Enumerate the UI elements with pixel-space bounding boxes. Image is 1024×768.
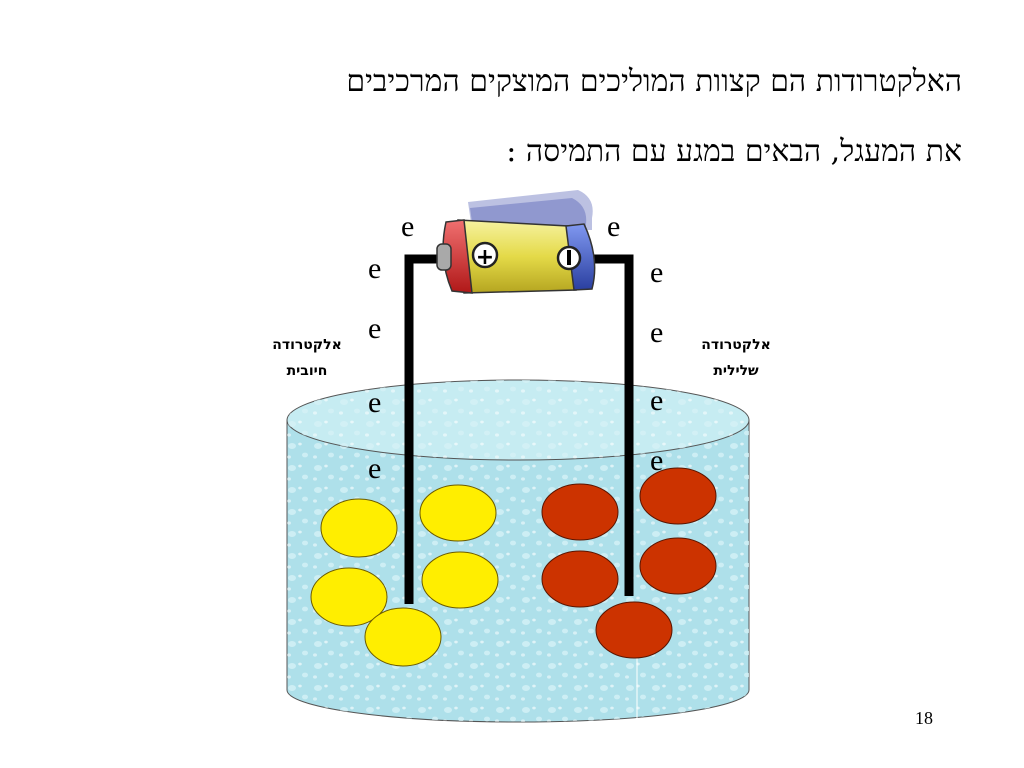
positive-ion	[364, 607, 442, 667]
negative-ion	[541, 483, 619, 541]
negative-electrode-wire	[594, 254, 634, 596]
electron-label: e	[368, 452, 382, 485]
positive-ion	[320, 498, 398, 558]
plus-symbol-circle	[471, 241, 499, 269]
negative-electrode-label-line1: אלקטרודה	[701, 337, 771, 353]
positive-ions	[310, 484, 499, 667]
battery-plus-symbol: +	[476, 245, 494, 270]
electron-label: e	[368, 252, 382, 285]
negative-electrode-label: אלקטרודה שלילית	[691, 332, 781, 384]
circuit-wires	[404, 254, 634, 604]
battery: +	[436, 190, 596, 294]
slide-text-line-2: את המעגל, הבאים במגע עם התמיסה :	[506, 134, 962, 169]
positive-electrode-label: אלקטרודה חיובית	[262, 332, 352, 384]
positive-electrode-label-line2: חיובית	[286, 363, 328, 379]
negative-electrode-label-line2: שלילית	[713, 363, 759, 379]
electron-label: e	[650, 384, 664, 417]
electron-label: e	[368, 386, 382, 419]
positive-electrode-wire	[404, 254, 443, 604]
electron-label: e	[401, 210, 415, 243]
electron-label: e	[650, 256, 664, 289]
battery-minus-symbol	[567, 250, 571, 265]
electron-label: e	[368, 312, 382, 345]
negative-ion	[595, 601, 673, 659]
electron-label: e	[607, 210, 621, 243]
page-number: 18	[915, 708, 933, 728]
electron-label: e	[650, 316, 664, 349]
positive-electrode-label-line1: אלקטרודה	[272, 337, 342, 353]
electron-label: e	[650, 444, 664, 477]
negative-ion	[639, 467, 717, 525]
negative-ions	[541, 467, 717, 659]
slide-text-line-1: האלקטרודות הם קצוות המוליכים המוצקים המר…	[346, 64, 962, 99]
negative-ion	[541, 550, 619, 608]
battery-terminal	[436, 243, 452, 271]
positive-ion	[421, 551, 499, 609]
negative-ion	[639, 537, 717, 595]
positive-ion	[310, 567, 388, 627]
positive-ion	[419, 484, 497, 542]
